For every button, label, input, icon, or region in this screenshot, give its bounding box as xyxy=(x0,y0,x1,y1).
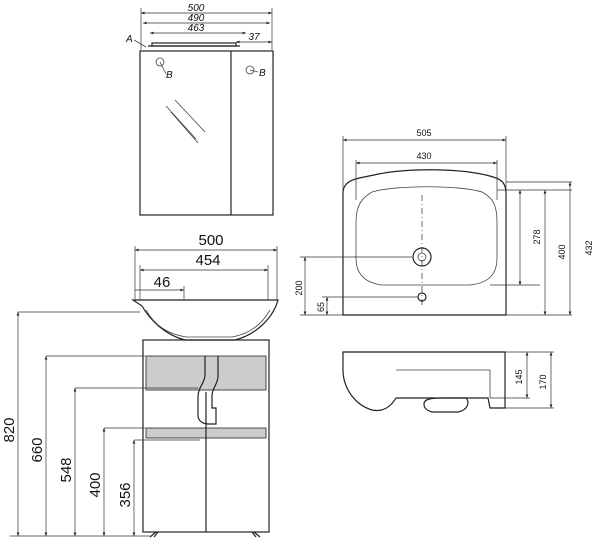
mirror-glare-2 xyxy=(174,99,206,133)
vanity-siphon xyxy=(197,356,219,425)
basin-dim-432: 432 xyxy=(584,240,594,255)
cabinet-dim-500: 500 xyxy=(188,3,205,14)
vanity-height-356: 356 xyxy=(117,482,134,507)
basin-top-tap-hole-inner xyxy=(417,252,427,262)
hinge-detail-b-left xyxy=(155,57,165,67)
vanity-dim-46: 46 xyxy=(154,274,171,291)
cabinet-marker-b-right: B xyxy=(259,68,266,79)
basin-side-view: 145 170 xyxy=(342,351,554,413)
hinge-detail-b-right xyxy=(245,65,255,75)
basin-dim-400: 400 xyxy=(557,244,567,259)
basin-dim-430: 430 xyxy=(416,151,431,161)
vanity-leg-right xyxy=(251,531,261,538)
mirror-glare-3 xyxy=(170,111,199,144)
cabinet-marker-b-left: B xyxy=(166,70,173,81)
mirror-glare-1 xyxy=(165,105,197,140)
cabinet-outline xyxy=(139,50,274,216)
vanity-upper-shelf xyxy=(145,355,267,391)
vanity-front-view: 500 454 46 820 660 548 400 356 xyxy=(1,232,279,538)
basin-dim-278: 278 xyxy=(532,229,542,244)
vanity-height-400: 400 xyxy=(87,472,104,497)
basin-side-inner xyxy=(396,369,491,398)
basin-dim-505: 505 xyxy=(416,128,431,138)
basin-top-bowl xyxy=(355,186,498,286)
basin-side-drain xyxy=(423,397,469,413)
vanity-height-660: 660 xyxy=(29,437,46,462)
cabinet-marker-a: A xyxy=(125,34,133,45)
cabinet-dim-490: 490 xyxy=(188,13,205,24)
vanity-dim-500: 500 xyxy=(198,232,223,249)
basin-top-outline xyxy=(342,169,507,316)
basin-top-view: 505 430 278 400 432 200 65 xyxy=(294,128,594,316)
basin-dim-65: 65 xyxy=(316,302,326,312)
basin-dim-200: 200 xyxy=(294,280,304,295)
basin-side-dim-170: 170 xyxy=(538,374,548,389)
cabinet-dim-463: 463 xyxy=(188,23,205,34)
cabinet-dim-37: 37 xyxy=(248,32,260,43)
vanity-basin xyxy=(131,299,279,341)
vanity-dim-454: 454 xyxy=(195,252,220,269)
vanity-height-820: 820 xyxy=(1,417,18,442)
basin-top-tap-hole-outer xyxy=(412,247,432,267)
basin-side-dim-145: 145 xyxy=(514,369,524,384)
vanity-height-548: 548 xyxy=(58,457,75,482)
cabinet-light xyxy=(151,42,237,47)
vanity-leg-left xyxy=(149,531,159,538)
mirror-cabinet-view: 500 490 463 37 A B B xyxy=(125,3,274,216)
